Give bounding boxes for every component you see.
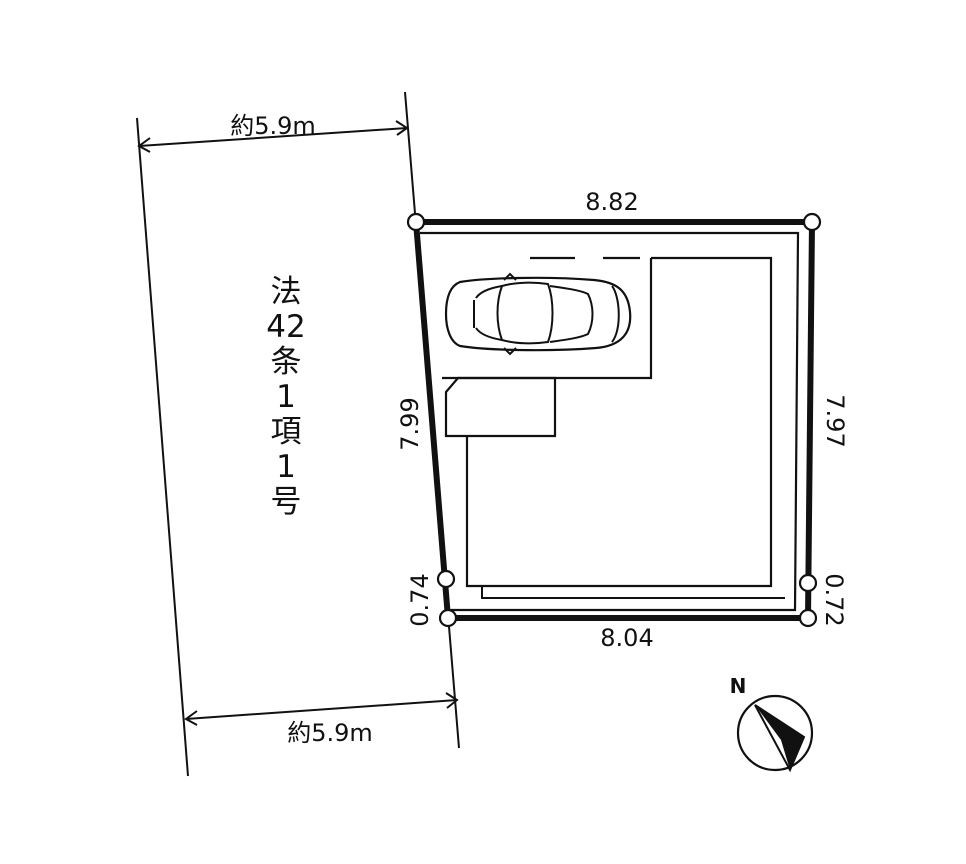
road-label-char-1: 法 xyxy=(271,274,302,310)
road-label-char-2: 42 xyxy=(266,309,305,345)
road-label-char-5: 項 xyxy=(271,414,302,450)
road-bottom-dimension-line xyxy=(185,699,458,720)
compass-icon: N xyxy=(730,674,814,773)
lot-right-small-length: 0.72 xyxy=(820,573,848,626)
lot-boundary xyxy=(413,219,815,621)
corner-node-top-right xyxy=(802,212,822,232)
road-label-char-4: 1 xyxy=(276,379,296,415)
road-bottom-tick-right xyxy=(445,692,459,709)
road-left-edge xyxy=(136,117,189,777)
corner-node-bottom-left xyxy=(438,608,458,628)
building-outline xyxy=(465,256,773,588)
road-width-bottom: 約5.9m xyxy=(287,719,373,747)
road-label-char-6: 1 xyxy=(276,449,296,485)
annex-block xyxy=(444,376,557,438)
compass-north-label: N xyxy=(730,674,747,698)
road-width-top: 約5.9m xyxy=(230,112,316,140)
road: 約5.9m 約5.9m 法 42 条 1 項 1 号 xyxy=(136,91,460,777)
road-label-char-7: 号 xyxy=(271,484,302,520)
lot-bottom-length: 8.04 xyxy=(600,624,653,652)
road-label-char-3: 条 xyxy=(271,344,302,380)
lot-left-small-length: 0.74 xyxy=(406,573,434,626)
lot: 8.82 8.04 7.99 7.97 0.74 0.72 xyxy=(396,188,849,652)
road-top-dimension-line xyxy=(138,127,408,147)
compass-needle-fill xyxy=(755,705,804,770)
road-top-tick-right xyxy=(395,120,409,136)
lot-right-length: 7.97 xyxy=(821,394,849,447)
corner-node-top-left xyxy=(406,212,426,232)
car-icon xyxy=(444,272,632,356)
road-bottom-tick-left xyxy=(184,710,198,726)
road-top-tick-left xyxy=(137,137,151,153)
lot-top-length: 8.82 xyxy=(585,188,638,216)
lot-left-length: 7.99 xyxy=(396,397,424,450)
building-inner-line xyxy=(481,586,785,599)
corner-node-right-mid xyxy=(798,573,818,593)
corner-node-bottom-right xyxy=(798,608,818,628)
lot-inner-outline xyxy=(420,231,800,612)
corner-node-left-mid xyxy=(436,569,456,589)
